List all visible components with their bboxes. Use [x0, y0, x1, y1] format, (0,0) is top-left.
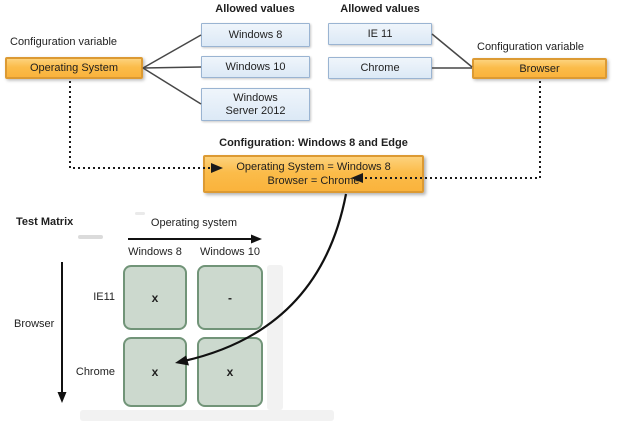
os-value-winserver2012: Windows Server 2012 [201, 88, 310, 121]
connector-os-windows8 [142, 34, 202, 69]
browser-value-chrome: Chrome [328, 57, 432, 79]
artifact-dash-top [135, 212, 145, 215]
arrowhead-icon [57, 392, 67, 403]
connector-os-winserver2012 [142, 67, 202, 105]
browser-variable-label: Configuration variable [477, 41, 585, 53]
matrix-column-header-windows10: Windows 10 [200, 246, 260, 258]
matrix-cell-chrome-windows10: x [197, 337, 263, 407]
configuration-title: Configuration: Windows 8 and Edge [219, 137, 408, 149]
browser-value-ie11: IE 11 [328, 23, 432, 45]
matrix-row-header-chrome: Chrome [75, 366, 115, 378]
matrix-shadow-bottom [80, 410, 334, 421]
connector-os-windows10 [142, 66, 202, 69]
x-axis-label: Operating system [150, 217, 238, 229]
connector-ie11-browser [431, 33, 473, 68]
matrix-row-header-ie11: IE11 [93, 291, 115, 303]
browser-allowed-values-header: Allowed values [340, 3, 420, 15]
dotted-arrow-os-to-config [69, 81, 211, 169]
os-value-windows10: Windows 10 [201, 56, 310, 78]
configuration-assignment-os: Operating System = Windows 8 [236, 161, 391, 173]
os-allowed-values-header: Allowed values [215, 3, 295, 15]
artifact-dash-under-title [78, 235, 103, 239]
matrix-cell-chrome-windows8: x [123, 337, 187, 407]
os-value-windows8: Windows 8 [201, 23, 310, 47]
arrowhead-icon [251, 234, 262, 244]
configuration-assignment-browser: Browser = Chrome [267, 175, 360, 187]
configuration-box: Operating System = Windows 8 Browser = C… [203, 155, 424, 193]
matrix-cell-ie11-windows8: x [123, 265, 187, 330]
browser-variable-box: Browser [472, 58, 607, 79]
matrix-shadow-right [267, 265, 283, 410]
test-matrix-title: Test Matrix [16, 216, 74, 228]
os-variable-label: Configuration variable [10, 36, 118, 48]
y-axis-label: Browser [14, 318, 55, 330]
matrix-column-header-windows8: Windows 8 [128, 246, 182, 258]
os-variable-box: Operating System [5, 57, 143, 79]
matrix-cell-ie11-windows10: - [197, 265, 263, 330]
